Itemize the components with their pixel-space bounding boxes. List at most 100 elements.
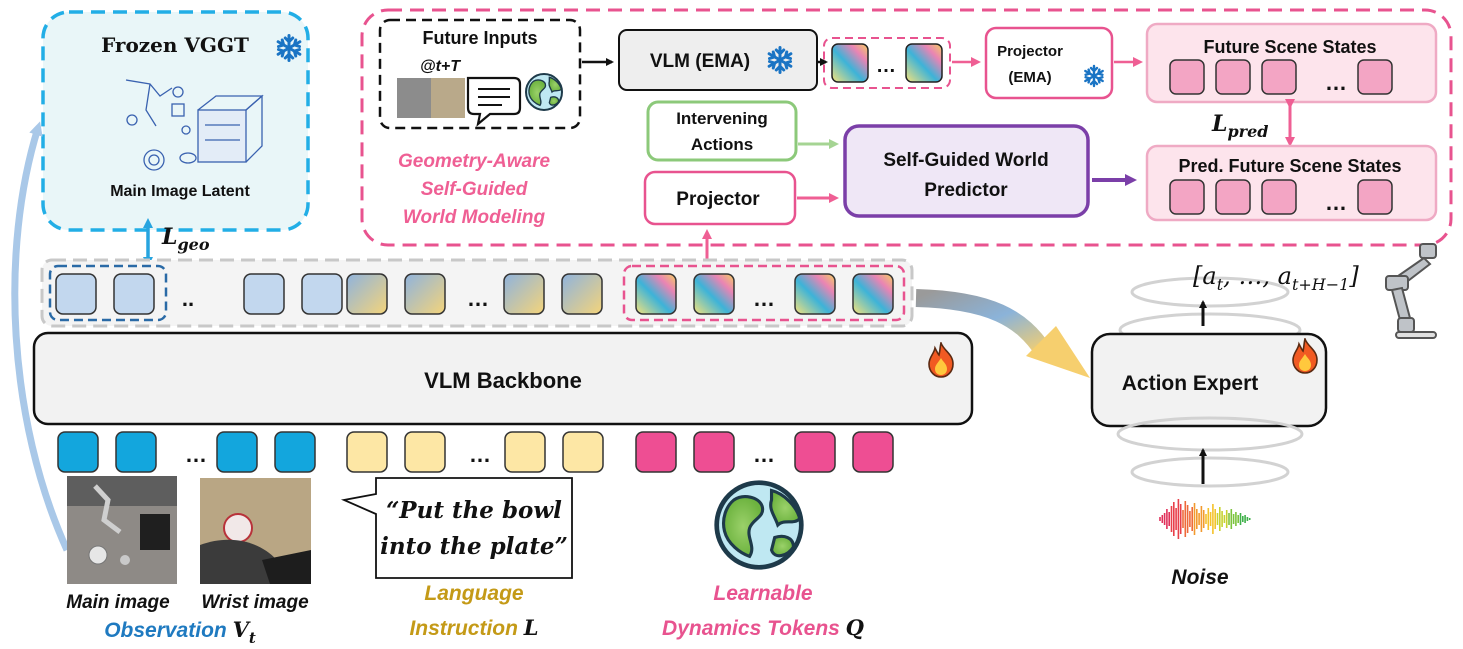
world-modeling-line2: Self-Guided: [421, 179, 528, 200]
instruction-line2: into the plate”: [380, 533, 568, 560]
wrist-image: [200, 478, 311, 584]
observation-label: Observation Vt: [104, 617, 256, 647]
input-token-visual: [216, 431, 258, 473]
tokens-to-action-expert-arrow: [915, 289, 1052, 358]
vggt-title: Frozen VGGT: [101, 33, 249, 57]
geo-loss-label: Lgeo: [161, 224, 210, 254]
noise-label: Noise: [1171, 566, 1229, 589]
output-token-language: [404, 273, 446, 315]
vggt-latent-sketch: [125, 79, 264, 171]
output-token-visual: [113, 273, 155, 315]
future-state-token: [1261, 59, 1297, 95]
input-token-dynamics: [635, 431, 677, 473]
action-expert-box: Action Expert: [1090, 276, 1328, 488]
geo-token-group: [48, 264, 168, 322]
ema-token: [831, 43, 869, 83]
vlm-backbone-box: VLM Backbone: [32, 331, 974, 426]
projector-ema-box: Projector (EMA): [984, 26, 1114, 100]
input-ellipsis-pink: …: [753, 442, 775, 467]
output-token-dynamics: [635, 273, 677, 315]
ema-token-group: [823, 37, 951, 89]
vlm-ema-label: VLM (EMA): [650, 51, 750, 72]
output-token-language: [561, 273, 603, 315]
dynamics-globe-icon: [717, 483, 802, 568]
input-token-language: [504, 431, 546, 473]
input-token-dynamics: [693, 431, 735, 473]
output-tokens: [55, 273, 894, 315]
output-token-visual: [301, 273, 343, 315]
future-state-token: [1215, 59, 1251, 95]
action-sequence: [at, …, at+H−1]: [1193, 262, 1359, 294]
frozen-vggt-panel: Frozen VGGT Main Image Latent: [41, 10, 310, 232]
world-modeling-caption: Geometry-Aware Self-Guided World Modelin…: [398, 151, 550, 228]
input-ellipsis-blue: …: [185, 442, 207, 467]
world-modeling-region: [360, 8, 1453, 247]
vggt-latent-label: Main Image Latent: [110, 183, 250, 200]
instruction-bubble: “Put the bowl into the plate”: [340, 477, 573, 579]
pred-loss-label: Lpred: [1211, 111, 1268, 141]
pred-state-token: [1261, 179, 1297, 215]
main-image-to-vggt-arrow: [11, 121, 71, 552]
output-token-visual: [55, 273, 97, 315]
output-ellipsis-blue: ..: [182, 286, 194, 311]
input-token-dynamics: [852, 431, 894, 473]
input-token-language: [562, 431, 604, 473]
input-token-visual: [115, 431, 157, 473]
future-globe-icon: [525, 73, 563, 111]
input-token-visual: [274, 431, 316, 473]
output-token-language: [503, 273, 545, 315]
output-token-dynamics: [794, 273, 836, 315]
pred-state-token: [1169, 179, 1205, 215]
future-scene-states-label: Future Scene States: [1203, 37, 1376, 57]
future-state-token: [1169, 59, 1205, 95]
projector-ema-label-line2: (EMA): [1008, 69, 1051, 86]
intervening-actions-line2: Actions: [691, 135, 753, 154]
future-main-thumbnail: [397, 78, 431, 118]
input-ellipsis-yellow: …: [469, 442, 491, 467]
tokens-to-action-expert-arrowhead: [1026, 326, 1090, 378]
projector-ema-label-line1: Projector: [997, 43, 1063, 60]
output-token-visual: [243, 273, 285, 315]
pred-state-token: [1357, 179, 1393, 215]
pred-future-scene-states-label: Pred. Future Scene States: [1178, 156, 1401, 176]
wrist-image-label: Wrist image: [201, 592, 309, 613]
pred-future-scene-states-box: Pred. Future Scene States …: [1145, 144, 1438, 222]
future-inputs-box: Future Inputs @t+T: [378, 18, 582, 130]
dynamics-label-line1: Learnable: [713, 582, 813, 605]
world-modeling-line1: Geometry-Aware: [398, 151, 550, 172]
world-predictor-line2: Predictor: [924, 180, 1008, 201]
projector-label: Projector: [676, 189, 760, 210]
world-predictor-line1: Self-Guided World: [883, 150, 1048, 171]
dynamics-output-group: [622, 264, 906, 322]
intervening-actions-line1: Intervening: [676, 109, 768, 128]
output-token-dynamics: [693, 273, 735, 315]
pred-state-ellipsis: …: [1325, 190, 1347, 215]
input-token-visual: [57, 431, 99, 473]
input-token-dynamics: [794, 431, 836, 473]
future-scene-states-box: Future Scene States …: [1145, 22, 1438, 104]
language-label-line1: Language: [424, 582, 523, 605]
intervening-actions-box: Intervening Actions: [646, 100, 798, 162]
output-token-language: [346, 273, 388, 315]
projector-box: Projector: [643, 170, 797, 226]
robot-arm-icon: [1385, 243, 1437, 339]
ema-token: [905, 43, 943, 83]
noise-waveform-icon: [1159, 499, 1251, 539]
ema-token-ellipsis: …: [876, 55, 896, 77]
future-state-ellipsis: …: [1325, 70, 1347, 95]
vlm-ema-box: VLM (EMA): [618, 29, 818, 91]
input-token-language: [404, 431, 446, 473]
dynamics-label-line2: Dynamics Tokens Q: [662, 615, 864, 640]
input-tokens: [57, 431, 894, 473]
main-image-label: Main image: [66, 592, 170, 613]
output-token-dynamics: [852, 273, 894, 315]
output-ellipsis-mixed: …: [467, 286, 489, 311]
output-ellipsis-rainbow: …: [753, 286, 775, 311]
vlm-backbone-label: VLM Backbone: [424, 368, 582, 393]
instruction-line1: “Put the bowl: [386, 497, 562, 524]
language-label-line2: Instruction L: [409, 615, 538, 640]
world-modeling-line3: World Modeling: [403, 207, 546, 228]
future-inputs-subtitle: @t+T: [420, 58, 461, 75]
main-image: [67, 476, 177, 584]
